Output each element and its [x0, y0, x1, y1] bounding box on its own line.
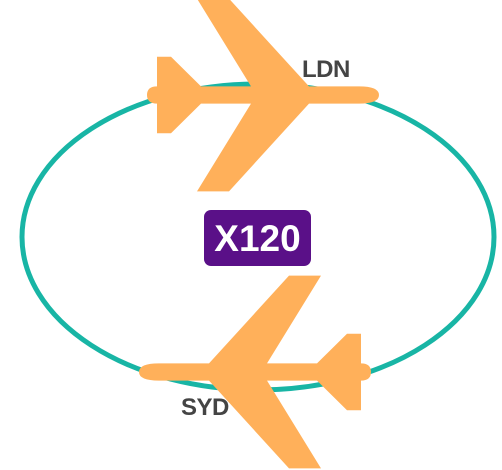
origin-airport-label: LDN — [302, 56, 350, 83]
flight-code-text: X120 — [214, 218, 300, 259]
return-plane-icon — [139, 275, 371, 469]
destination-airport-label: SYD — [181, 394, 229, 421]
flight-code-badge: X120 — [204, 210, 311, 266]
outbound-plane-icon — [147, 0, 379, 192]
